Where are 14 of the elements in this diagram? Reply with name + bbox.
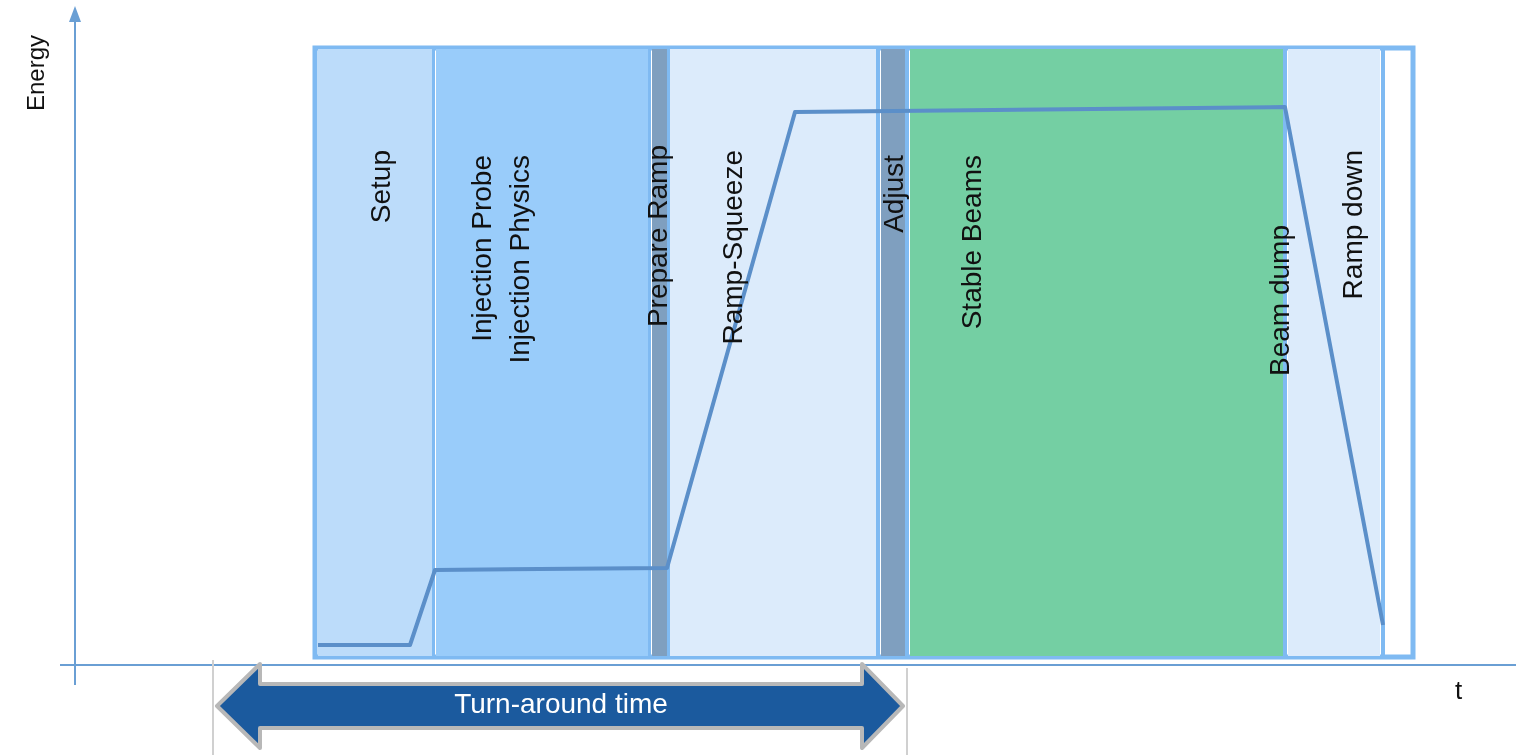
- phase-label: Adjust: [878, 155, 910, 233]
- phase-band: [318, 49, 432, 656]
- phase-label: Injection Probe: [466, 155, 498, 342]
- arrow-label: Turn-around time: [453, 688, 669, 720]
- phase-label: Injection Physics: [504, 155, 536, 364]
- phase-label: Setup: [365, 150, 397, 224]
- phase-label: Beam dump: [1264, 225, 1296, 376]
- phase-label: Ramp down: [1337, 150, 1369, 300]
- phase-label: Ramp-Squeeze: [717, 150, 749, 345]
- phase-label: Stable Beams: [956, 155, 988, 330]
- axis-label: t: [1455, 675, 1463, 706]
- phase-label: Prepare Ramp: [642, 145, 674, 328]
- phase-band: [436, 49, 648, 656]
- axis-label: Energy: [21, 35, 50, 112]
